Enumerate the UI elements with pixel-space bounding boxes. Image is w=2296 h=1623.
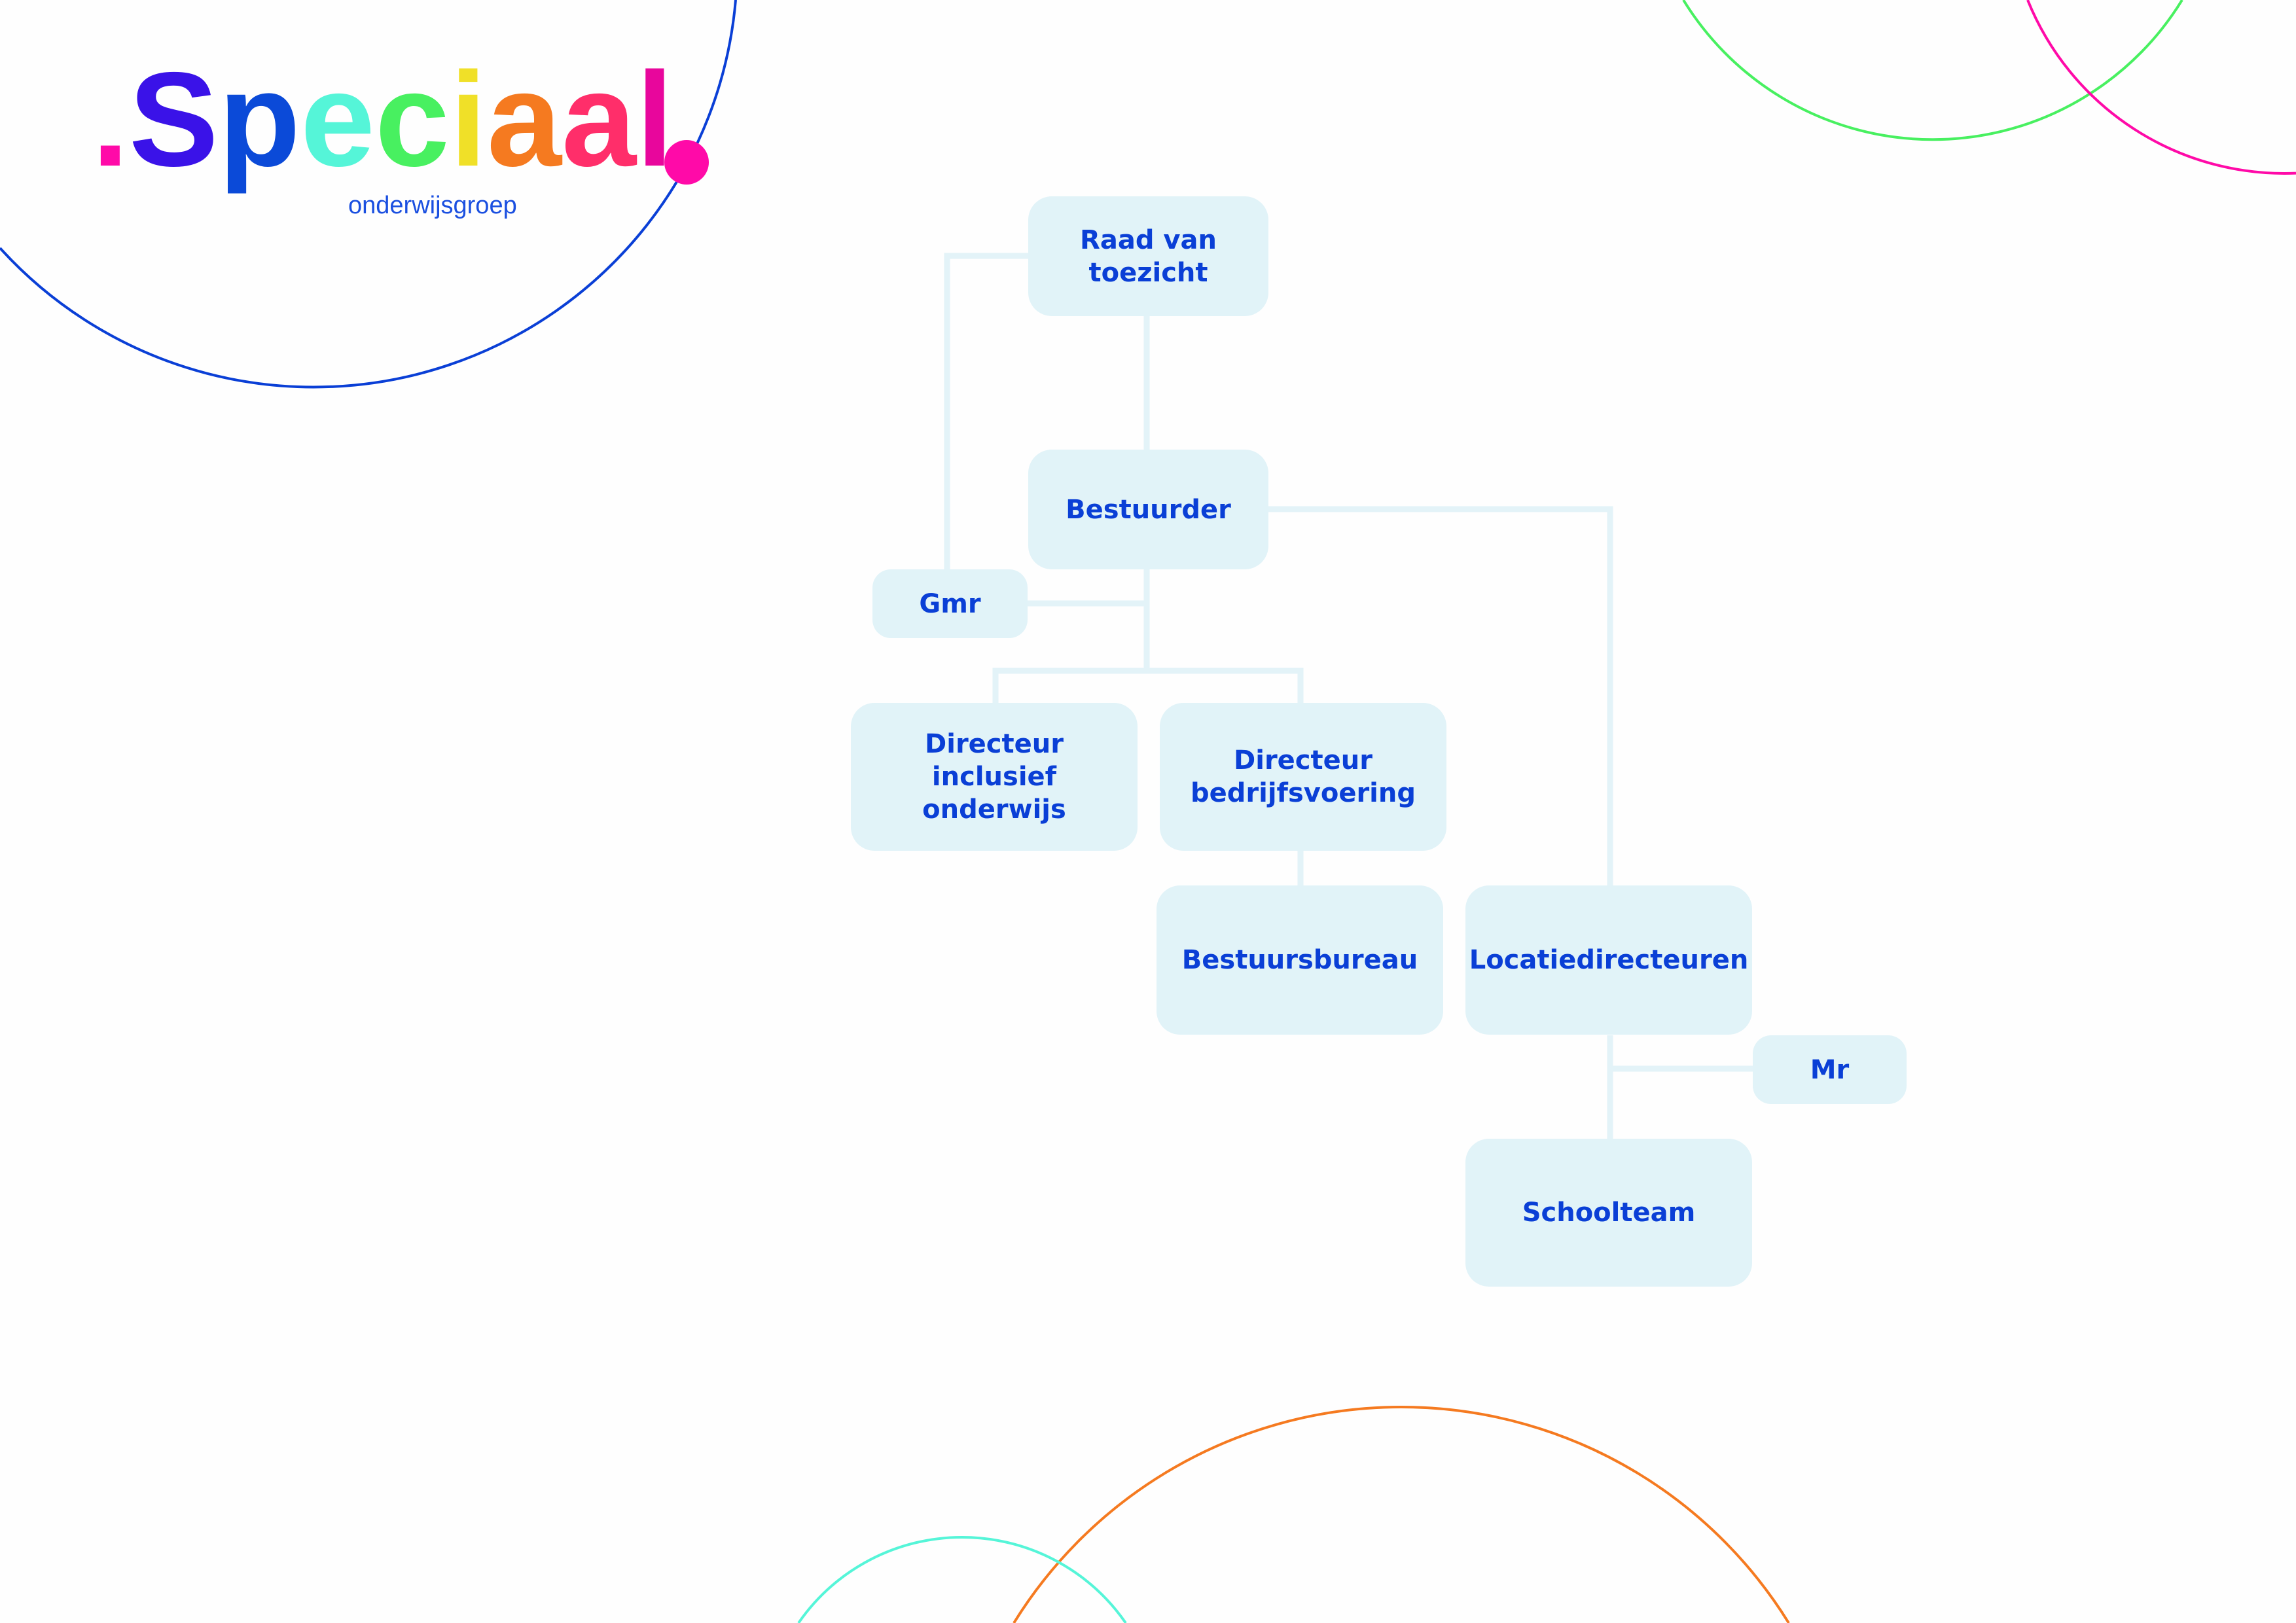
node-gmr: Gmr: [872, 569, 1028, 638]
node-mr: Mr: [1753, 1035, 1907, 1104]
connector-directeuren: [992, 668, 1304, 703]
node-locatiedirecteuren: Locatiedirecteuren: [1465, 885, 1752, 1035]
node-bestuursbureau: Bestuursbureau: [1157, 885, 1443, 1035]
logo-letter: e: [300, 45, 375, 194]
connectors: [944, 253, 1753, 1139]
logo-letter: a: [561, 45, 636, 194]
connector-raad-gmr: [944, 253, 1028, 569]
logo-subtitle: onderwijsgroep: [348, 192, 517, 219]
pink-arc: [2026, 0, 2296, 175]
node-directeur-inclusief-onderwijs: Directeur inclusief onderwijs: [851, 703, 1138, 851]
teal-arc: [797, 1536, 1127, 1623]
node-directeur-bedrijfsvoering: Directeur bedrijfsvoering: [1160, 703, 1446, 851]
connector-bestuurder-locatie: [1268, 506, 1613, 885]
node-raad-van-toezicht: Raad van toezicht: [1028, 196, 1268, 316]
logo-letter: i: [449, 45, 487, 194]
green-arc: [1682, 0, 2183, 141]
speciaal-logo: .Speciaal: [92, 45, 673, 194]
logo-letter: p: [218, 45, 300, 194]
logo-letter: l: [636, 45, 673, 194]
logo-letter: .: [92, 45, 129, 194]
node-schoolteam: Schoolteam: [1465, 1139, 1752, 1287]
node-bestuurder: Bestuurder: [1028, 450, 1268, 569]
orange-arc: [1013, 1406, 1790, 1623]
pink-dot: [664, 140, 709, 185]
logo-letter: S: [128, 45, 219, 194]
logo-letter: a: [486, 45, 562, 194]
logo-letter: c: [374, 45, 450, 194]
